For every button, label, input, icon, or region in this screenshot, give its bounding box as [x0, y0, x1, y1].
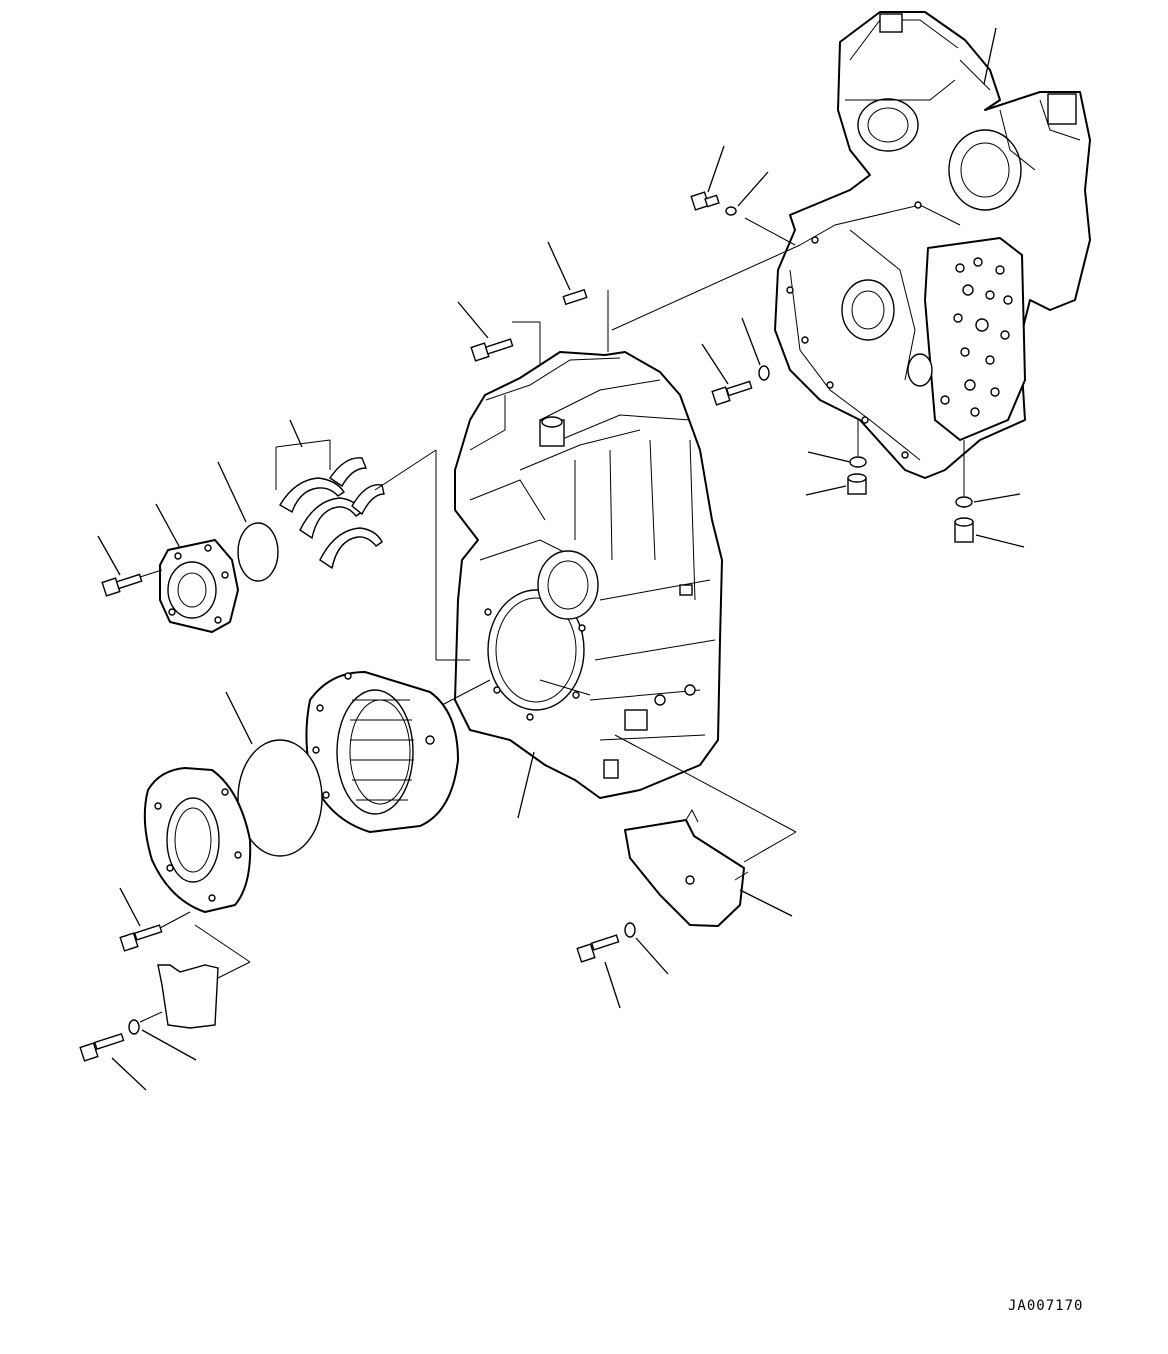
- washer-rear-case: [758, 365, 770, 381]
- drain-plug-b: [954, 517, 974, 543]
- o-ring-plug-a: [849, 456, 867, 468]
- small-bracket: [157, 964, 219, 1029]
- thrust-washer-set: [279, 457, 385, 570]
- bolt-bracket: [79, 1032, 125, 1062]
- figure-code: JA007170: [1008, 1298, 1084, 1314]
- bolt-guard: [576, 934, 620, 963]
- main-transmission-case: [454, 351, 723, 799]
- washer-bracket: [128, 1019, 140, 1035]
- bolt-pump: [101, 573, 143, 597]
- rear-transmission-case: [774, 11, 1091, 479]
- drain-plug-a: [847, 473, 867, 495]
- converter-housing: [305, 671, 459, 833]
- pump-o-ring: [237, 522, 279, 582]
- pump-assembly: [159, 539, 239, 633]
- washer-guard: [624, 922, 636, 938]
- bolt-cover: [119, 924, 163, 952]
- o-ring-plug-top: [725, 206, 737, 216]
- leader-lines: [97, 27, 1025, 1091]
- housing-o-ring: [237, 739, 323, 857]
- bolt-rear-case: [711, 380, 753, 406]
- dowel-pin: [562, 288, 588, 306]
- converter-cover: [143, 767, 252, 913]
- o-ring-plug-b: [955, 496, 973, 508]
- bottom-guard: [624, 808, 749, 927]
- plug-top: [690, 191, 720, 211]
- bolt-case-top: [470, 338, 514, 362]
